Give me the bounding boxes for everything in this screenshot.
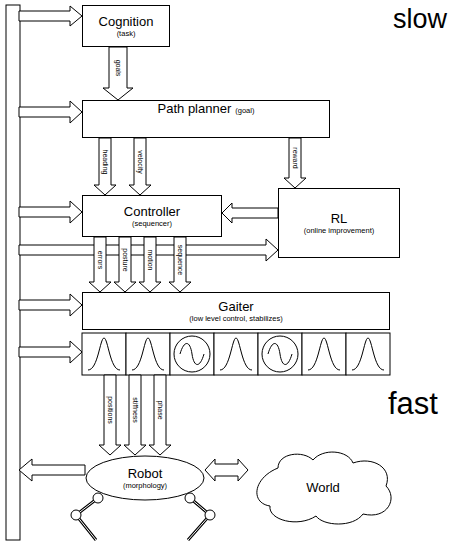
text-wrap: Controller(sequencer) — [83, 196, 221, 236]
bell-curve — [308, 338, 340, 370]
block-arrow — [103, 47, 133, 100]
block-arrow — [169, 237, 191, 292]
bus-arrow — [19, 6, 82, 26]
edge-label: heading — [101, 149, 109, 174]
node-title: Controller — [124, 204, 180, 219]
block-arrow — [129, 138, 151, 195]
edge-label: posture — [121, 248, 129, 271]
edge-label: goals — [114, 59, 122, 76]
bus-arrow — [19, 101, 82, 123]
text-wrap: Cognition(task) — [83, 6, 169, 46]
bus-arrow — [19, 294, 82, 316]
bell-curve — [220, 338, 252, 370]
oscillator-cell — [214, 333, 258, 375]
node-subtitle: (task) — [117, 29, 136, 38]
edge-label: velocity — [136, 150, 144, 173]
bell-curve — [132, 338, 164, 370]
block-arrow — [94, 138, 116, 195]
node-title: Cognition — [99, 14, 154, 29]
node-title: RL — [331, 211, 348, 226]
block-arrow — [124, 375, 146, 455]
cognition-box: Cognition(task) — [82, 5, 170, 47]
oscillator-cell — [126, 333, 170, 375]
node-title: Path planner — [158, 101, 232, 116]
oscillator-cell — [346, 333, 390, 375]
gaiter-header: Gaiter(low level control, stabilizes) — [82, 292, 390, 330]
node-subtitle: (low level control, stabilizes) — [189, 314, 282, 323]
node-subtitle: (sequencer) — [132, 219, 172, 228]
node-title: World — [306, 480, 340, 495]
node-subtitle: (morphology) — [123, 481, 167, 490]
planner-box: Path planner(goal) — [82, 100, 330, 138]
edge-label: sequence — [176, 244, 184, 274]
text-wrap: Path planner(goal) — [83, 101, 329, 137]
block-arrow — [222, 203, 278, 223]
bus-arrow — [19, 459, 85, 481]
bus-arrow — [19, 239, 278, 261]
robot-joint — [71, 510, 81, 520]
cloud-outline — [257, 452, 391, 524]
oscillator-circle — [262, 336, 298, 372]
rl-box: RL(online improvement) — [278, 188, 400, 258]
robot-joint — [205, 510, 215, 520]
robot-joint — [185, 493, 195, 503]
edge-label: positions — [106, 396, 114, 424]
edge-label: stiffness — [131, 397, 139, 423]
speed-label: slow — [393, 6, 447, 33]
gaiter-box: Gaiter(low level control, stabilizes) — [82, 292, 390, 375]
edge-label: motion — [146, 249, 154, 270]
robot-ellipse: Robot(morphology) — [85, 455, 205, 501]
node-title: Robot — [128, 466, 163, 481]
node-subtitle: (online improvement) — [304, 226, 374, 235]
block-arrow — [284, 138, 306, 188]
feedback-bus — [6, 5, 20, 540]
oscillator-cell — [258, 333, 302, 375]
oscillator-cell — [82, 333, 126, 375]
oscillator-circle — [174, 336, 210, 372]
node-title: Gaiter — [218, 299, 253, 314]
text-wrap: Robot(morphology) — [85, 455, 205, 501]
text-wrap: Gaiter(low level control, stabilizes) — [83, 293, 389, 329]
bus-arrow — [19, 201, 82, 223]
bus-arrow — [19, 341, 82, 363]
block-arrow — [89, 237, 111, 292]
edge-label: errors — [96, 250, 104, 268]
sine-wave — [180, 344, 204, 365]
world-cloud: World — [248, 448, 398, 526]
node-subtitle: (goal) — [235, 106, 254, 115]
edge-label: phase — [156, 400, 164, 419]
block-arrow — [205, 459, 248, 481]
sine-wave — [268, 344, 292, 365]
oscillator-cell — [170, 333, 214, 375]
edge-label: reward — [291, 147, 299, 168]
block-arrow — [149, 375, 171, 455]
controller-box: Controller(sequencer) — [82, 195, 222, 237]
block-arrow — [99, 375, 121, 455]
bell-curve — [88, 338, 120, 370]
text-wrap: World — [248, 448, 398, 526]
ellipse-outline — [86, 456, 204, 500]
speed-label: fast — [388, 388, 438, 419]
robot-joint — [93, 493, 103, 503]
bell-curve — [352, 338, 384, 370]
oscillator-cell — [302, 333, 346, 375]
text-wrap: RL(online improvement) — [279, 189, 399, 257]
block-arrow — [114, 237, 136, 292]
block-arrow — [139, 237, 161, 292]
